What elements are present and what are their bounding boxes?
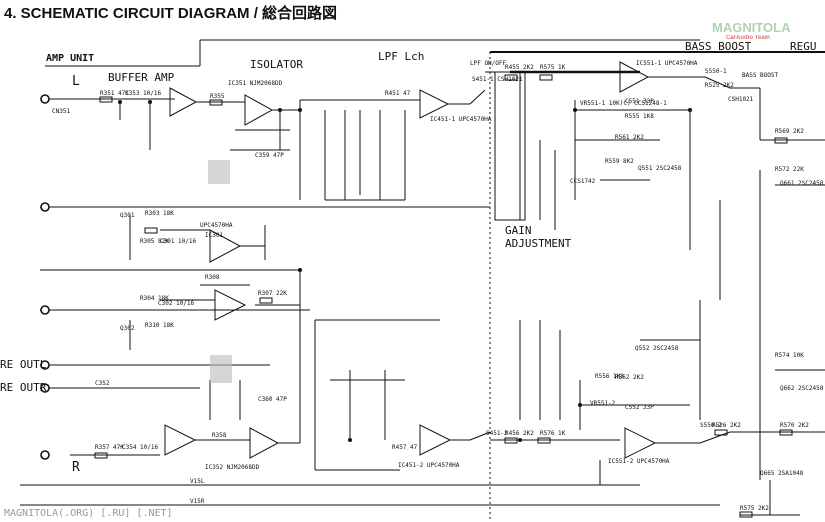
component-label: R357 47K xyxy=(95,444,124,451)
gain-label: GAIN xyxy=(505,224,532,237)
component-label: IC351 NJM2068DD xyxy=(228,80,283,87)
component-label: R307 22K xyxy=(258,290,287,297)
component-label: R555 1K8 xyxy=(625,113,654,120)
component-label: C301 10/16 xyxy=(160,238,197,245)
component-label: R556 1K8 xyxy=(595,373,624,380)
adjustment-label: ADJUSTMENT xyxy=(505,237,572,250)
component-label: R355 xyxy=(210,93,225,100)
component-label: R451 47 xyxy=(385,90,411,97)
component-label: Q661 2SC2458 xyxy=(780,180,824,187)
component-label: Q665 2SA1048 xyxy=(760,470,804,477)
component-label: R308 xyxy=(205,274,220,281)
channel-r-label: R xyxy=(72,460,80,475)
component-label: S550-2 xyxy=(700,422,722,429)
component-label: C360 47P xyxy=(258,396,287,403)
component-label: C552 33P xyxy=(625,404,654,411)
component-label: R305 82K xyxy=(140,238,169,245)
amp-unit-label: AMP UNIT xyxy=(46,53,95,64)
buffer-amp-label: BUFFER AMP xyxy=(108,71,175,84)
component-label: IC451-1 UPC4570HA xyxy=(430,116,492,123)
bass-boost-label: BASS BOOST xyxy=(685,40,752,53)
component-label: Q551 2SC2458 xyxy=(638,165,682,172)
component-label: R456 2K2 xyxy=(505,430,534,437)
component-label: R358 xyxy=(212,432,227,439)
component-label: UPC4570HA xyxy=(200,222,233,229)
component-label: IC551-1 UPC4570HA xyxy=(636,60,698,67)
component-label: R304 18K xyxy=(140,295,169,302)
component-label: IC301 xyxy=(205,232,224,239)
watermark-subtitle: CarAudio Team xyxy=(726,35,770,41)
component-label: S451-2 xyxy=(486,430,508,437)
component-label: IC451-2 UPC4570HA xyxy=(398,462,460,469)
pre-outr-label: RE OUTR xyxy=(0,381,47,394)
component-label: V15R xyxy=(190,498,205,505)
component-label: CSH1021 xyxy=(728,96,754,103)
isolator-label: ISOLATOR xyxy=(250,58,303,71)
component-label: CN351 xyxy=(52,108,71,115)
component-label: R561 2K2 xyxy=(615,134,644,141)
component-label: Q302 xyxy=(120,325,135,332)
component-label: S550-1 xyxy=(705,68,727,75)
component-label: R310 18K xyxy=(145,322,174,329)
component-label: R575 1K xyxy=(540,64,566,71)
channel-l-label: L xyxy=(72,74,80,89)
component-label: R351 47K xyxy=(100,90,129,97)
component-label: S451-1 CSH1021 xyxy=(472,76,523,83)
component-label: R562 2K2 xyxy=(615,374,644,381)
component-label: C352 xyxy=(95,380,110,387)
component-label: Q662 2SC2458 xyxy=(780,385,824,392)
schematic-title: 4. SCHEMATIC CIRCUIT DIAGRAM / 総合回路図 xyxy=(4,5,338,22)
component-label: LPF ON/OFF xyxy=(470,60,507,67)
component-label: R455 2K2 xyxy=(505,64,534,71)
component-label: BASS BOOST xyxy=(742,72,779,79)
component-label: VR551-2 xyxy=(590,400,616,407)
component-label: R526 2K2 xyxy=(712,422,741,429)
component-label: C353 10/16 xyxy=(125,90,162,97)
component-label: Q301 xyxy=(120,212,135,219)
component-label: CCS1742 xyxy=(570,178,596,185)
component-label: R559 8K2 xyxy=(605,158,634,165)
component-label: IC551-2 UPC4570HA xyxy=(608,458,670,465)
regu-label: REGU xyxy=(790,40,817,53)
component-label: R576 1K xyxy=(540,430,566,437)
component-label: C359 47P xyxy=(255,152,284,159)
component-label: V15L xyxy=(190,478,205,485)
component-label: C551 33P xyxy=(625,98,654,105)
component-label: R575 2K2 xyxy=(740,505,769,512)
component-label: IC352 NJM2068DD xyxy=(205,464,260,471)
component-label: R569 2K2 xyxy=(775,128,804,135)
component-label: R570 2K2 xyxy=(780,422,809,429)
pre-outl-label: RE OUTL xyxy=(0,358,47,371)
component-label: R525 2K2 xyxy=(705,82,734,89)
component-label: VR551-1 10K(C) CCS1248-1 xyxy=(580,100,667,107)
component-label: C302 10/16 xyxy=(158,300,195,307)
component-label: R303 18K xyxy=(145,210,174,217)
component-label: R572 22K xyxy=(775,166,804,173)
watermark-logo: MAGNITOLA xyxy=(712,20,791,35)
component-label: R457 47 xyxy=(392,444,418,451)
component-label: R574 10K xyxy=(775,352,804,359)
watermark-footer: MAGNITOLA(.ORG) [.RU] [.NET] xyxy=(4,508,173,519)
lpf-lch-label: LPF Lch xyxy=(378,50,425,63)
component-label: C354 10/16 xyxy=(122,444,159,451)
component-label: Q552 2SC2458 xyxy=(635,345,679,352)
